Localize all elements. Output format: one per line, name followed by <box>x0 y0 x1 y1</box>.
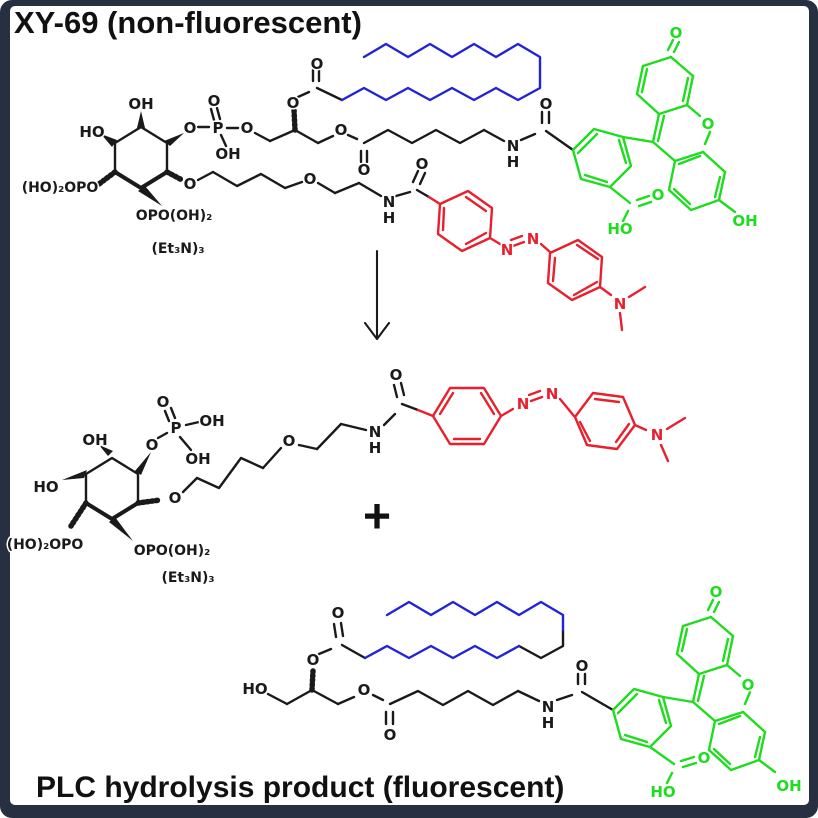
phosphorus-label: P <box>213 119 224 137</box>
oxygen-label: O <box>157 393 170 411</box>
oxygen-label: O <box>146 436 159 454</box>
oxygen-label: O <box>358 161 371 179</box>
top-glycerol-backbone <box>291 68 575 164</box>
oxygen-label: O <box>384 726 397 744</box>
oxygen-label: O <box>698 749 711 767</box>
oxygen-label: O <box>184 175 197 193</box>
phosphorus-label: P <box>171 419 182 437</box>
bottom-linker-chain <box>181 381 420 494</box>
top-lipid-chain <box>340 42 542 102</box>
hydroxyl-label: OH <box>82 431 107 449</box>
bottom-dabcyl-quencher <box>416 386 687 463</box>
oxygen-label: O <box>742 676 755 694</box>
top-title: XY-69 (non-fluorescent) <box>14 5 362 40</box>
plus-sign: + <box>363 491 391 544</box>
oxygen-label: O <box>307 651 320 669</box>
oxygen-label: O <box>576 657 589 675</box>
oxygen-label: O <box>332 604 345 622</box>
oxygen-label: O <box>283 432 296 450</box>
azo-nitrogen-label: N <box>527 230 540 248</box>
oxygen-label: O <box>358 681 371 699</box>
top-dabcyl-quencher <box>427 189 647 332</box>
hydroxyl-label: HO <box>650 783 675 801</box>
phosphate-label: OPO(OH)₂ <box>136 208 213 224</box>
oxygen-label: O <box>241 119 254 137</box>
top-linker-chain <box>196 169 431 199</box>
nitrogen-label: N <box>383 193 396 211</box>
azo-nitrogen-label: N <box>517 395 530 413</box>
nitrogen-label: N <box>369 423 382 441</box>
hydroxyl-label: HO <box>607 220 632 238</box>
reaction-arrow <box>363 249 391 341</box>
triethylamine-salt-label: (Et₃N)₃ <box>151 241 204 257</box>
hydroxyl-label: OH <box>199 412 224 430</box>
hydrogen-label: H <box>507 153 520 171</box>
top-inositol-headgroup <box>96 106 297 206</box>
oxygen-label: O <box>710 583 723 601</box>
dimethylamino-nitrogen-label: N <box>651 426 664 444</box>
phosphate-label: (HO)₂OPO <box>7 537 84 553</box>
hydroxyl-label: OH <box>776 777 801 795</box>
oxygen-label: O <box>169 489 182 507</box>
hydroxyl-label: HO <box>79 123 104 141</box>
oxygen-label: O <box>670 24 683 42</box>
hydroxyl-label: OH <box>215 145 240 163</box>
oxygen-label: O <box>335 121 348 139</box>
phosphate-label: OPO(OH)₂ <box>134 543 211 559</box>
oxygen-label: O <box>208 92 221 110</box>
phosphate-label: (HO)₂OPO <box>22 180 99 196</box>
bottom-inositol-headgroup <box>62 406 201 541</box>
hydroxyl-label: HO <box>33 478 58 496</box>
hydroxyl-label: OH <box>185 450 210 468</box>
azo-nitrogen-label: N <box>501 241 514 259</box>
azo-nitrogen-label: N <box>546 385 559 403</box>
bottom-lipid-chain <box>363 600 565 660</box>
oxygen-label: O <box>416 155 429 173</box>
oxygen-label: O <box>540 95 553 113</box>
oxygen-label: O <box>184 119 197 137</box>
oxygen-label: O <box>702 115 715 133</box>
oxygen-label: O <box>304 170 317 188</box>
bottom-glycerol-backbone <box>266 621 615 726</box>
top-fluorescein <box>571 38 737 223</box>
oxygen-label: O <box>287 94 300 112</box>
figure-background <box>10 6 809 805</box>
hydrogen-label: H <box>542 714 555 732</box>
oxygen-label: O <box>311 55 324 73</box>
hydroxyl-label: OH <box>128 95 153 113</box>
oxygen-label: O <box>652 186 665 204</box>
oxygen-label: O <box>390 366 403 384</box>
hydrogen-label: H <box>383 209 396 227</box>
nitrogen-label: N <box>542 698 555 716</box>
dimethylamino-nitrogen-label: N <box>614 295 627 313</box>
nitrogen-label: N <box>507 137 520 155</box>
triethylamine-salt-label: (Et₃N)₃ <box>161 570 214 586</box>
bottom-fluorescein <box>611 598 777 785</box>
hydroxyl-label: OH <box>732 212 757 230</box>
hydrogen-label: H <box>369 439 382 457</box>
bottom-title: PLC hydrolysis product (fluorescent) <box>36 771 564 804</box>
hydroxyl-label: HO <box>242 680 267 698</box>
